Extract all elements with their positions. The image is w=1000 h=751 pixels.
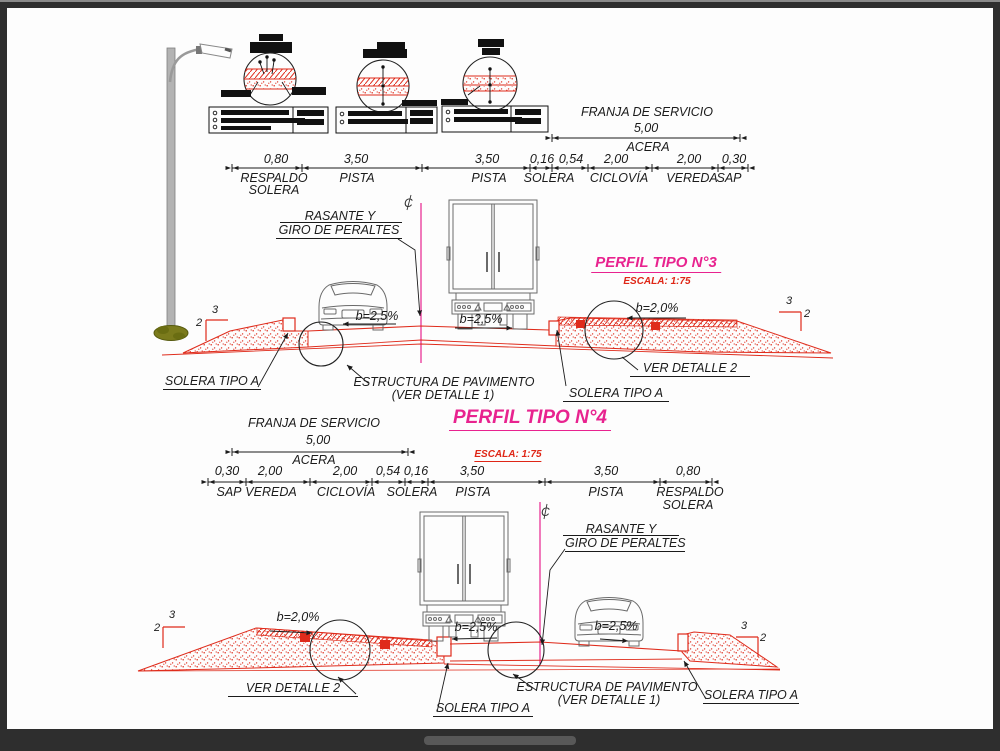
car-p4 <box>574 597 644 647</box>
truck-p3 <box>446 199 540 330</box>
bush <box>153 325 189 341</box>
legend-table-3 <box>441 99 549 133</box>
embankment-left-p4 <box>137 627 452 672</box>
viewer-frame-right <box>993 0 1000 751</box>
legend-table-2 <box>335 100 438 134</box>
embankment-left-p3 <box>182 317 309 354</box>
viewer-frame-left <box>0 0 7 751</box>
detail-callout-1 <box>208 34 329 134</box>
dimension-chain-p4 <box>201 447 719 487</box>
detail-callout-3 <box>441 39 549 133</box>
truck-p4 <box>417 511 511 642</box>
subgrade-line-p4 <box>137 668 781 672</box>
subgrade-line-p3 <box>161 343 834 359</box>
detail-circle-pavement-p3 <box>298 321 344 367</box>
viewer-frame-highlight <box>0 0 1000 2</box>
viewer-frame-top <box>0 0 1000 8</box>
car-p3 <box>318 281 388 331</box>
detail-circle-berm-p3 <box>584 300 644 360</box>
embankment-right-p3 <box>548 316 832 354</box>
horizontal-scrollbar-thumb[interactable] <box>424 736 576 745</box>
embankment-right-p4 <box>677 631 779 668</box>
road-section-p3: C <box>161 194 834 388</box>
dimension-chain-p3 <box>225 133 755 173</box>
legend-table-1 <box>208 106 329 134</box>
road-section-p4: C <box>137 502 781 713</box>
street-light <box>153 43 233 341</box>
detail-callout-2 <box>335 42 438 134</box>
road-surface-p4 <box>449 641 683 652</box>
